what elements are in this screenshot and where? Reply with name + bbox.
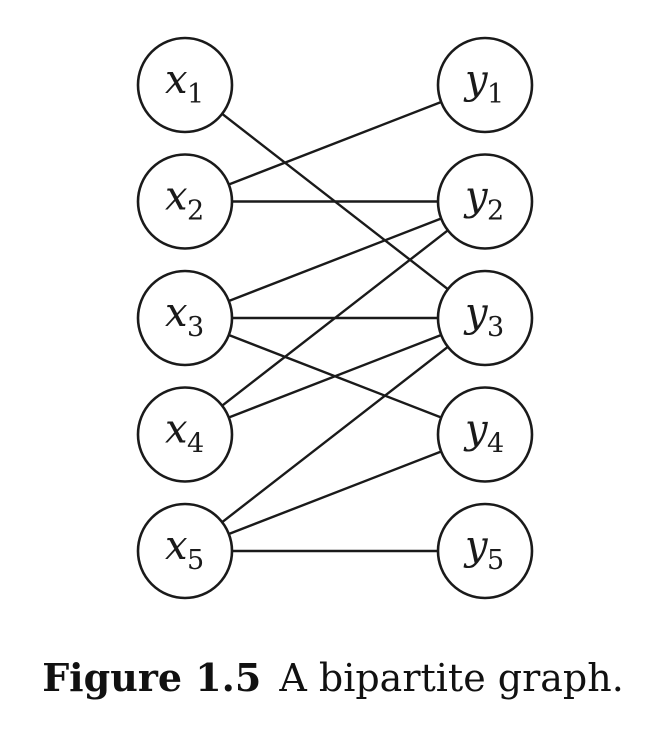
node-subscript-x1: 1: [187, 79, 204, 110]
node-circle-y1: [436, 36, 534, 134]
node-subscript-y5: 5: [487, 545, 504, 576]
node-circle-y4: [436, 386, 534, 483]
node-circle-x4: [136, 386, 234, 483]
node-circle-x5: [136, 502, 234, 600]
node-label-y4: y: [463, 407, 489, 453]
node-label-x1: x: [165, 57, 188, 103]
node-circle-y5: [436, 502, 534, 600]
edge-x4-y3: [228, 333, 442, 419]
node-subscript-x3: 3: [187, 312, 204, 343]
edge-x5-y3: [221, 345, 449, 524]
edges-layer: [221, 100, 449, 553]
node-circle-y2: [436, 153, 534, 250]
edge-x3-y2: [228, 217, 442, 303]
node-subscript-y4: 4: [487, 429, 504, 460]
node-label-y5: y: [463, 523, 489, 569]
node-subscript-x2: 2: [187, 196, 204, 227]
node-subscript-y1: 1: [487, 79, 504, 110]
node-label-x5: x: [165, 523, 188, 569]
node-label-y2: y: [463, 174, 489, 220]
edge-x5-y4: [228, 450, 442, 536]
node-subscript-y2: 2: [487, 196, 504, 227]
node-label-y1: y: [463, 57, 489, 103]
caption-label: Figure 1.5: [42, 655, 262, 700]
node-subscript-x4: 4: [187, 429, 204, 460]
node-circle-x2: [136, 153, 234, 250]
node-label-x2: x: [165, 174, 188, 220]
node-circle-x1: [136, 36, 234, 134]
caption-text: A bipartite graph.: [279, 656, 624, 700]
node-label-x4: x: [165, 407, 188, 453]
node-circle-y3: [436, 269, 534, 367]
node-circle-x3: [136, 269, 234, 367]
node-label-x3: x: [165, 290, 188, 336]
node-subscript-y3: 3: [487, 312, 504, 343]
edge-x4-y2: [221, 229, 449, 407]
node-label-y3: y: [463, 290, 489, 336]
edge-x2-y1: [228, 100, 442, 186]
figure-caption: Figure 1.5 A bipartite graph.: [0, 655, 666, 700]
node-subscript-x5: 5: [187, 545, 204, 576]
